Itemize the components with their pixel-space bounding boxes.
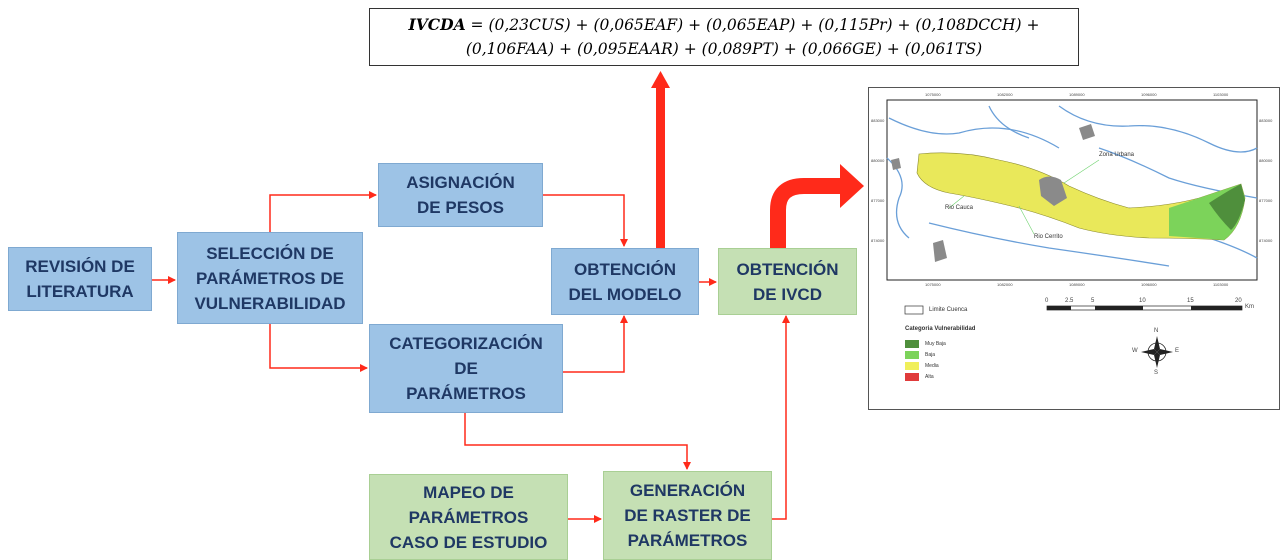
legend-label: Media bbox=[925, 363, 939, 369]
arrow-seleccion-categorizacion bbox=[269, 324, 368, 372]
scale-number: 0 bbox=[1045, 298, 1049, 304]
compass-e: E bbox=[1175, 348, 1180, 354]
scale-number: 5 bbox=[1091, 298, 1095, 304]
right-tick: 880000 bbox=[1259, 158, 1273, 163]
top-tick: 1075000 bbox=[925, 92, 941, 97]
rivers bbox=[886, 105, 1258, 267]
bottom-tick: 1082000 bbox=[997, 282, 1013, 287]
legend-swatch-alta bbox=[905, 373, 919, 381]
generacion-raster-box: GENERACIÓN DE RASTER DE PARÁMETROS bbox=[603, 471, 772, 560]
right-tick: 877000 bbox=[1259, 198, 1273, 203]
legend-swatch-baja bbox=[905, 351, 919, 359]
label-rio-cerrito: Rio Cerrito bbox=[1034, 234, 1063, 240]
legend-swatch-media bbox=[905, 362, 919, 370]
arrow-categorizacion-generacion bbox=[464, 413, 691, 470]
scale-number: 2.5 bbox=[1065, 298, 1074, 304]
seleccion-parametros-box: SELECCIÓN DE PARÁMETROS DE VULNERABILIDA… bbox=[177, 232, 363, 324]
scale-number: 20 bbox=[1235, 298, 1242, 304]
label-zona-urbana: Zona Urbana bbox=[1099, 152, 1135, 158]
map-graphic bbox=[886, 99, 1258, 368]
compass-s: S bbox=[1154, 370, 1159, 376]
scale-bar bbox=[1046, 305, 1243, 311]
legend-label: Baja bbox=[925, 352, 936, 358]
left-tick: 874000 bbox=[871, 238, 885, 243]
limite-cuenca-label: Limite Cuenca bbox=[929, 307, 968, 313]
formula-line-2: (0,106FAA) + (0,095EAAR) + (0,089PT) + (… bbox=[465, 40, 983, 58]
scale-unit: Km bbox=[1245, 304, 1254, 310]
thick-arrow-to-map bbox=[770, 164, 864, 248]
revision-literatura-box: REVISIÓN DE LITERATURA bbox=[8, 247, 152, 311]
left-tick: 883000 bbox=[871, 118, 885, 123]
arrow-seleccion-asignacion bbox=[269, 191, 377, 232]
obtencion-ivcd-box: OBTENCIÓN DE IVCD bbox=[718, 248, 857, 315]
label-rio-cauca: Rio Cauca bbox=[945, 205, 974, 211]
obtencion-modelo-box: OBTENCIÓN DEL MODELO bbox=[551, 248, 699, 315]
mapeo-parametros-box: MAPEO DE PARÁMETROS CASO DE ESTUDIO bbox=[369, 474, 568, 560]
right-tick: 874000 bbox=[1259, 238, 1273, 243]
arrow-asignacion-modelo bbox=[543, 194, 628, 247]
vulnerability-map: 1075000 1082000 1089000 1096000 1103000 … bbox=[868, 87, 1280, 410]
compass-w: W bbox=[1132, 348, 1138, 354]
legend-title: Categoria Vulnerabilidad bbox=[905, 326, 976, 332]
right-tick: 883000 bbox=[1259, 118, 1273, 123]
scale-number: 10 bbox=[1139, 298, 1146, 304]
legend-label: Alta bbox=[925, 374, 934, 380]
categorizacion-parametros-box: CATEGORIZACIÓN DE PARÁMETROS bbox=[369, 324, 563, 413]
top-tick: 1082000 bbox=[997, 92, 1013, 97]
formula-line-1-rest: = (0,23CUS) + (0,065EAF) + (0,065EAP) + … bbox=[465, 16, 1040, 34]
arrow-categorizacion-modelo bbox=[563, 315, 628, 373]
top-tick: 1103000 bbox=[1213, 92, 1229, 97]
compass-rose bbox=[1141, 336, 1173, 368]
top-tick: 1096000 bbox=[1141, 92, 1157, 97]
left-tick: 880000 bbox=[871, 158, 885, 163]
top-tick: 1089000 bbox=[1069, 92, 1085, 97]
arrow-generacion-ivcd bbox=[772, 315, 790, 520]
asignacion-pesos-box: ASIGNACIÓN DE PESOS bbox=[378, 163, 543, 227]
formula-line-1: IVCDA = (0,23CUS) + (0,065EAF) + (0,065E… bbox=[370, 13, 1078, 37]
bottom-tick: 1089000 bbox=[1069, 282, 1085, 287]
scale-number: 15 bbox=[1187, 298, 1194, 304]
left-tick: 877000 bbox=[871, 198, 885, 203]
bottom-tick: 1096000 bbox=[1141, 282, 1157, 287]
compass-n: N bbox=[1154, 328, 1159, 334]
urban-zone bbox=[1039, 176, 1067, 206]
legend-label: Muy Baja bbox=[925, 341, 946, 347]
ivcda-formula: IVCDA = (0,23CUS) + (0,065EAF) + (0,065E… bbox=[369, 8, 1079, 66]
bottom-tick: 1075000 bbox=[925, 282, 941, 287]
thick-arrow-to-formula bbox=[651, 71, 670, 248]
legend-swatch-muy-baja bbox=[905, 340, 919, 348]
formula-lhs: IVCDA bbox=[408, 15, 466, 34]
bottom-tick: 1103000 bbox=[1213, 282, 1229, 287]
